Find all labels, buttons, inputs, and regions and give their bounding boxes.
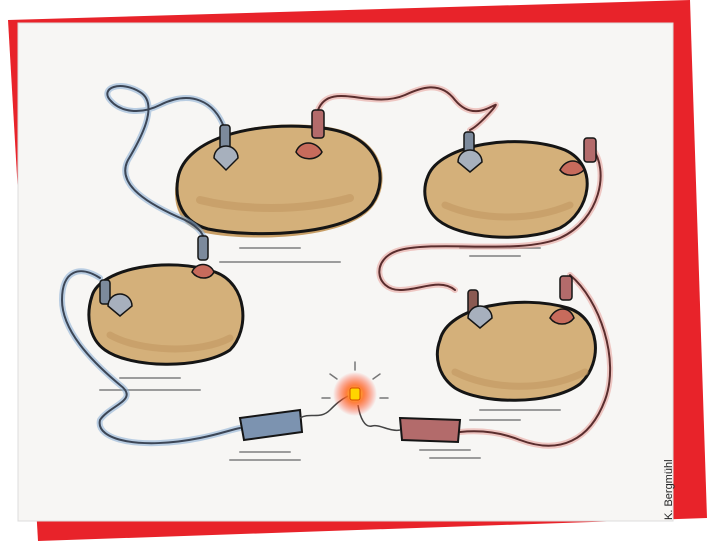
artist-credit: K. Bergmühl [663, 459, 675, 520]
potato-left [89, 265, 243, 364]
connector-red [400, 418, 460, 442]
potato-top-right [425, 142, 587, 238]
